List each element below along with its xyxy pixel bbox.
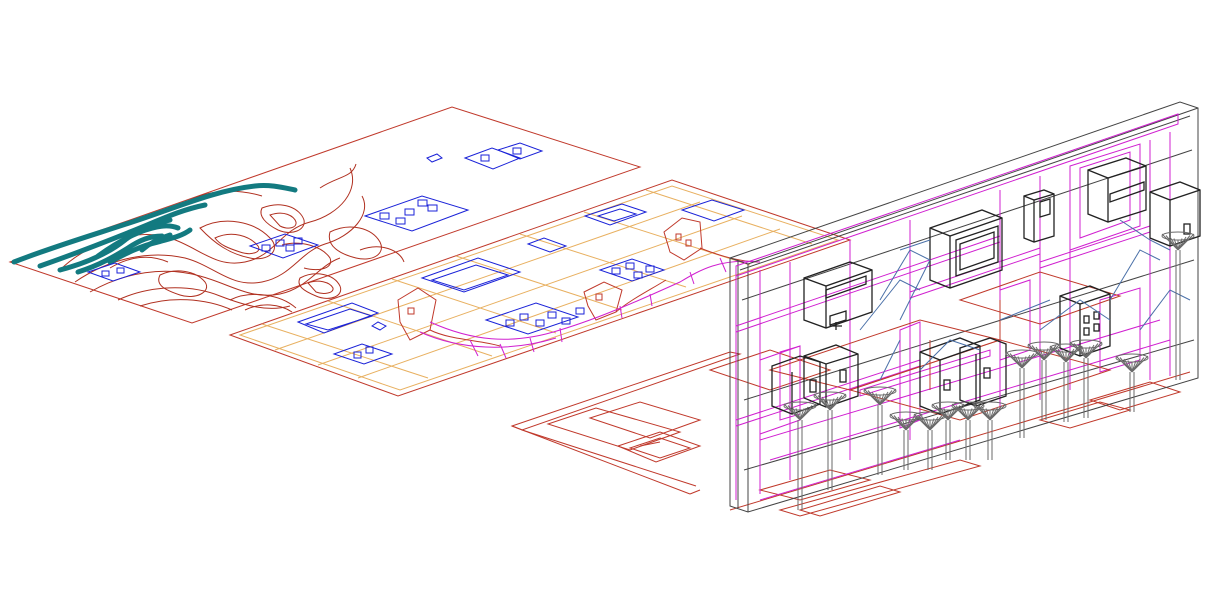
- circulation-strip: [419, 257, 761, 359]
- tree-column: [783, 401, 817, 510]
- tree-column: [889, 411, 923, 470]
- tree-column: [1161, 231, 1195, 380]
- tree-column: [1115, 353, 1149, 412]
- tree-column: [1049, 343, 1083, 422]
- axonometric-model: [729, 101, 1201, 517]
- plan-rooms: [296, 199, 746, 365]
- tree-column: [973, 401, 1007, 460]
- tree-column: [863, 386, 897, 475]
- tree-column: [931, 401, 965, 460]
- tree-column: [1069, 339, 1103, 418]
- ramp-structures: [397, 217, 761, 347]
- floor-plan-inner-outline: [238, 185, 840, 391]
- water-body: [11, 183, 298, 275]
- volume-boxes: [771, 157, 1201, 415]
- tree-group: [783, 231, 1195, 510]
- site-plan-outline: [8, 106, 642, 324]
- tree-column: [1005, 349, 1039, 438]
- tree-column: [1027, 341, 1061, 420]
- site-plan-layer: [8, 106, 642, 324]
- tree-column: [951, 401, 985, 460]
- floor-plan-layer: [228, 179, 852, 397]
- steel-bracing: [859, 219, 1191, 381]
- site-buildings: [86, 142, 544, 282]
- tree-column: [813, 391, 847, 490]
- terrain-contours: [59, 163, 405, 313]
- ground-plane: [510, 349, 1191, 517]
